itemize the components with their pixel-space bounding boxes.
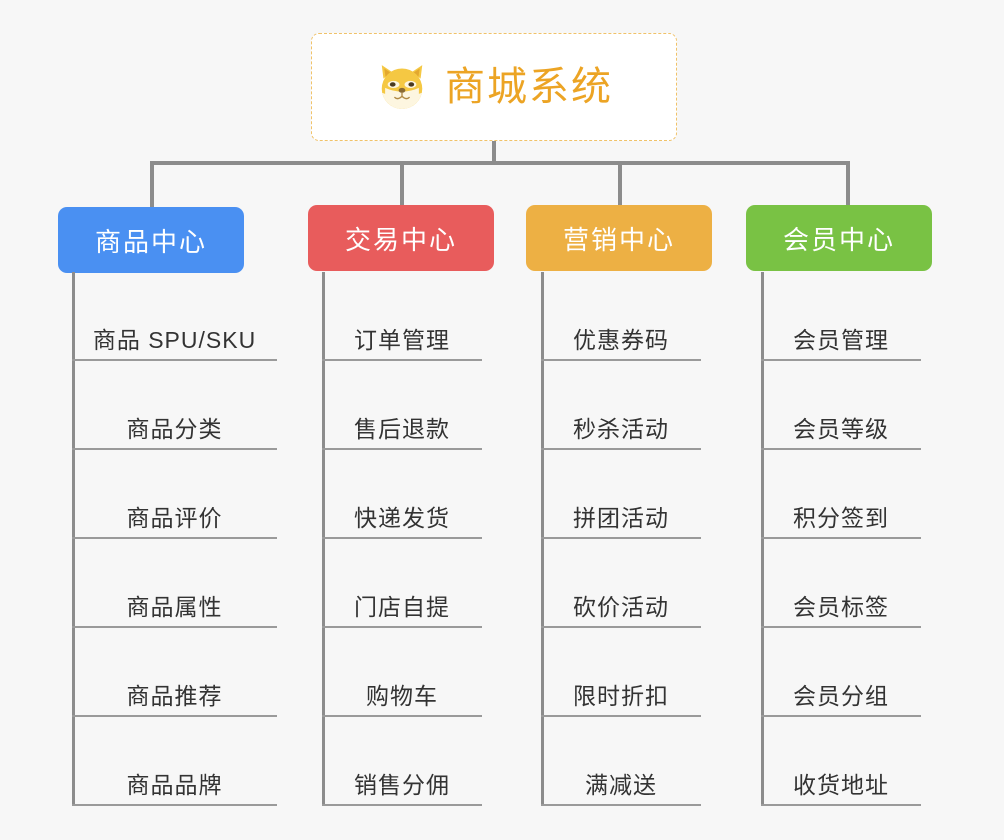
leaf-item[interactable]: 商品评价 <box>72 450 277 539</box>
connector-root-stem <box>492 141 496 165</box>
connector-drop-product-center <box>150 161 154 207</box>
leaf-item[interactable]: 积分签到 <box>761 450 921 539</box>
leaf-item[interactable]: 拼团活动 <box>541 450 701 539</box>
leaf-item-label: 会员分组 <box>793 682 889 709</box>
leaf-item[interactable]: 商品品牌 <box>72 717 277 806</box>
leaf-item-label: 限时折扣 <box>573 682 669 709</box>
category-label-member-center: 会员中心 <box>782 224 895 255</box>
leaf-item-label: 会员标签 <box>793 593 889 620</box>
root-node-title: 商城系统 <box>445 65 613 109</box>
leaf-item-label: 销售分佣 <box>354 771 450 798</box>
leaf-item[interactable]: 商品 SPU/SKU <box>72 272 277 361</box>
leaf-item-label: 满减送 <box>585 771 657 798</box>
leaf-item-label: 砍价活动 <box>573 593 669 620</box>
leaf-item[interactable]: 会员分组 <box>761 628 921 717</box>
connector-drop-member-center <box>846 161 850 207</box>
leaf-item[interactable]: 销售分佣 <box>322 717 482 806</box>
leaf-item[interactable]: 订单管理 <box>322 272 482 361</box>
leaf-item-label: 购物车 <box>366 682 438 709</box>
leaf-item-label: 商品品牌 <box>126 771 223 798</box>
leaf-item-label: 快递发货 <box>354 504 450 531</box>
connector-horizontal-bus <box>150 161 850 165</box>
connector-drop-trade-center <box>400 161 404 207</box>
leaf-item[interactable]: 会员等级 <box>761 361 921 450</box>
leaf-trunk-line <box>761 272 764 806</box>
category-box-product-center[interactable]: 商品中心 <box>58 207 244 273</box>
category-box-marketing-center[interactable]: 营销中心 <box>526 205 712 271</box>
leaf-item[interactable]: 砍价活动 <box>541 539 701 628</box>
leaf-item-label: 商品评价 <box>126 504 223 531</box>
leaf-item[interactable]: 秒杀活动 <box>541 361 701 450</box>
leaf-item[interactable]: 会员管理 <box>761 272 921 361</box>
category-box-trade-center[interactable]: 交易中心 <box>308 205 494 271</box>
leaf-item-label: 门店自提 <box>354 593 450 620</box>
leaf-item[interactable]: 优惠券码 <box>541 272 701 361</box>
leaf-item-label: 会员等级 <box>793 415 889 442</box>
leaf-item[interactable]: 售后退款 <box>322 361 482 450</box>
leaf-item-label: 商品推荐 <box>126 682 223 709</box>
leaf-item[interactable]: 商品属性 <box>72 539 277 628</box>
leaf-item-label: 售后退款 <box>354 415 450 442</box>
leaf-item[interactable]: 满减送 <box>541 717 701 806</box>
leaf-item-label: 拼团活动 <box>573 504 669 531</box>
category-label-product-center: 商品中心 <box>94 226 207 257</box>
leaf-item[interactable]: 购物车 <box>322 628 482 717</box>
leaf-item[interactable]: 商品分类 <box>72 361 277 450</box>
leaf-item-label: 商品 SPU/SKU <box>92 326 257 353</box>
leaf-trunk-line <box>322 272 325 806</box>
leaf-item[interactable]: 收货地址 <box>761 717 921 806</box>
category-box-member-center[interactable]: 会员中心 <box>746 205 932 271</box>
category-label-marketing-center: 营销中心 <box>562 224 675 255</box>
leaf-item-label: 积分签到 <box>793 504 889 531</box>
leaf-item[interactable]: 门店自提 <box>322 539 482 628</box>
leaf-trunk-line <box>72 272 75 806</box>
leaf-item-label: 优惠券码 <box>573 326 669 353</box>
leaf-trunk-line <box>541 272 544 806</box>
shiba-dog-face-icon <box>381 65 423 109</box>
leaf-item[interactable]: 商品推荐 <box>72 628 277 717</box>
root-node-shop-system[interactable]: 商城系统 <box>311 33 677 141</box>
leaf-item-label: 会员管理 <box>793 326 889 353</box>
leaf-item-label: 商品分类 <box>126 415 223 442</box>
leaf-item-label: 订单管理 <box>354 326 450 353</box>
category-label-trade-center: 交易中心 <box>344 224 457 255</box>
leaf-item[interactable]: 快递发货 <box>322 450 482 539</box>
connector-drop-marketing-center <box>618 161 622 207</box>
leaf-item[interactable]: 会员标签 <box>761 539 921 628</box>
leaf-item-label: 秒杀活动 <box>573 415 669 442</box>
leaf-item[interactable]: 限时折扣 <box>541 628 701 717</box>
leaf-item-label: 商品属性 <box>126 593 223 620</box>
leaf-item-label: 收货地址 <box>793 771 889 798</box>
